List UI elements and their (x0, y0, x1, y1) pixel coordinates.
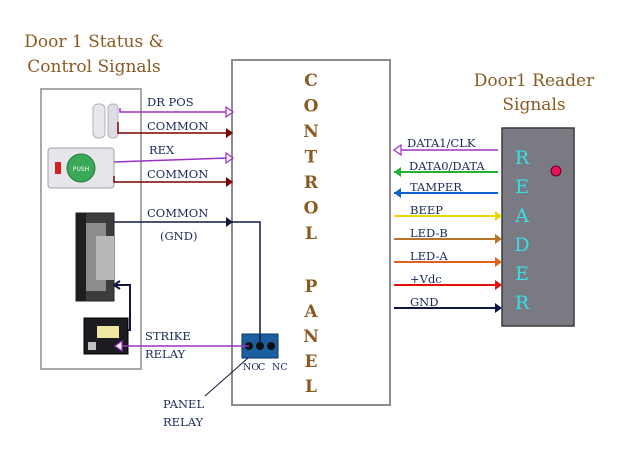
reader-letter-2: A (514, 205, 529, 227)
label-data1: DATA1/CLK (407, 136, 476, 150)
panel-letter-top-2: N (303, 122, 319, 142)
arrow-gnd (495, 303, 502, 313)
left-title-line2: Control Signals (27, 57, 160, 77)
reader-letter-3: D (514, 234, 529, 256)
panel-letter-bottom-3: E (305, 352, 318, 372)
label-panel-relay-2: RELAY (163, 415, 204, 429)
strike-relay-loop (114, 284, 131, 331)
label-led-a: LED-A (410, 249, 448, 263)
panel-letter-top-5: O (304, 199, 319, 219)
label-relay: RELAY (145, 347, 186, 361)
panel-letter-bottom-1: A (303, 302, 318, 322)
panel-letter-bottom-0: P (305, 277, 318, 297)
wire-common-1 (117, 122, 228, 134)
label-common-3: COMMON (147, 206, 208, 220)
label-data0: DATA0/DATA (409, 159, 485, 173)
reader-letter-0: R (515, 147, 530, 169)
label-rex: REX (149, 143, 175, 157)
reader-letter-1: E (515, 176, 529, 198)
panel-relay-callout (204, 357, 249, 397)
exit-button-icon: PUSH (47, 147, 115, 189)
label-vdc: +Vdc (410, 272, 442, 286)
panel-letter-bottom-2: N (303, 327, 319, 347)
arrow-rex (225, 151, 235, 165)
right-title-line1: Door1 Reader (474, 71, 595, 91)
right-title-line2: Signals (502, 95, 565, 115)
label-beep: BEEP (410, 203, 443, 217)
label-gnd-reader: GND (410, 295, 438, 309)
label-common-1: COMMON (147, 119, 208, 133)
wire-dr-pos (119, 108, 228, 113)
arrow-data0 (394, 167, 401, 177)
arrow-beep (495, 211, 502, 221)
terminal-nc: NC (272, 362, 288, 373)
reader-led-icon (550, 165, 562, 177)
wire-rex (113, 157, 229, 163)
arrow-common-1 (226, 128, 233, 138)
label-panel-relay-1: PANEL (163, 397, 204, 411)
panel-letter-top-1: O (304, 97, 319, 117)
electric-strike-icon (75, 212, 115, 302)
arrow-strike-relay (113, 339, 123, 353)
panel-letter-top-3: T (305, 148, 318, 168)
arrow-tamper (394, 188, 401, 198)
panel-letter-top-4: R (304, 173, 319, 193)
arrow-led-a (495, 257, 502, 267)
label-gnd: (GND) (160, 229, 197, 243)
left-title-line1: Door 1 Status & (24, 32, 164, 52)
reader-letter-5: R (515, 292, 530, 314)
terminal-c: C (258, 362, 265, 373)
label-common-2: COMMON (147, 167, 208, 181)
panel-letter-bottom-4: L (305, 377, 317, 397)
arrow-common-2 (226, 177, 233, 187)
arrow-led-b (495, 234, 502, 244)
wire-gnd-to-relay-c (232, 221, 261, 342)
panel-letter-top-0: C (304, 71, 318, 91)
label-dr-pos: DR POS (147, 95, 194, 109)
wire-common-2 (113, 176, 228, 183)
svg-text:PUSH: PUSH (73, 166, 89, 173)
label-led-b: LED-B (410, 226, 448, 240)
arrow-data1 (392, 143, 402, 157)
reader-letter-4: E (515, 263, 529, 285)
arrow-dr-pos (225, 105, 235, 119)
label-tamper: TAMPER (410, 180, 462, 194)
panel-letter-top-6: L (305, 224, 317, 244)
door-position-sensor-icon (92, 103, 119, 139)
arrow-common-gnd (226, 217, 233, 227)
reader-box (501, 127, 575, 327)
panel-label-panel: PANEL (303, 277, 319, 397)
terminal-no: NO (243, 362, 259, 373)
arrow-vdc (495, 280, 502, 290)
label-strike: STRIKE (145, 329, 191, 343)
